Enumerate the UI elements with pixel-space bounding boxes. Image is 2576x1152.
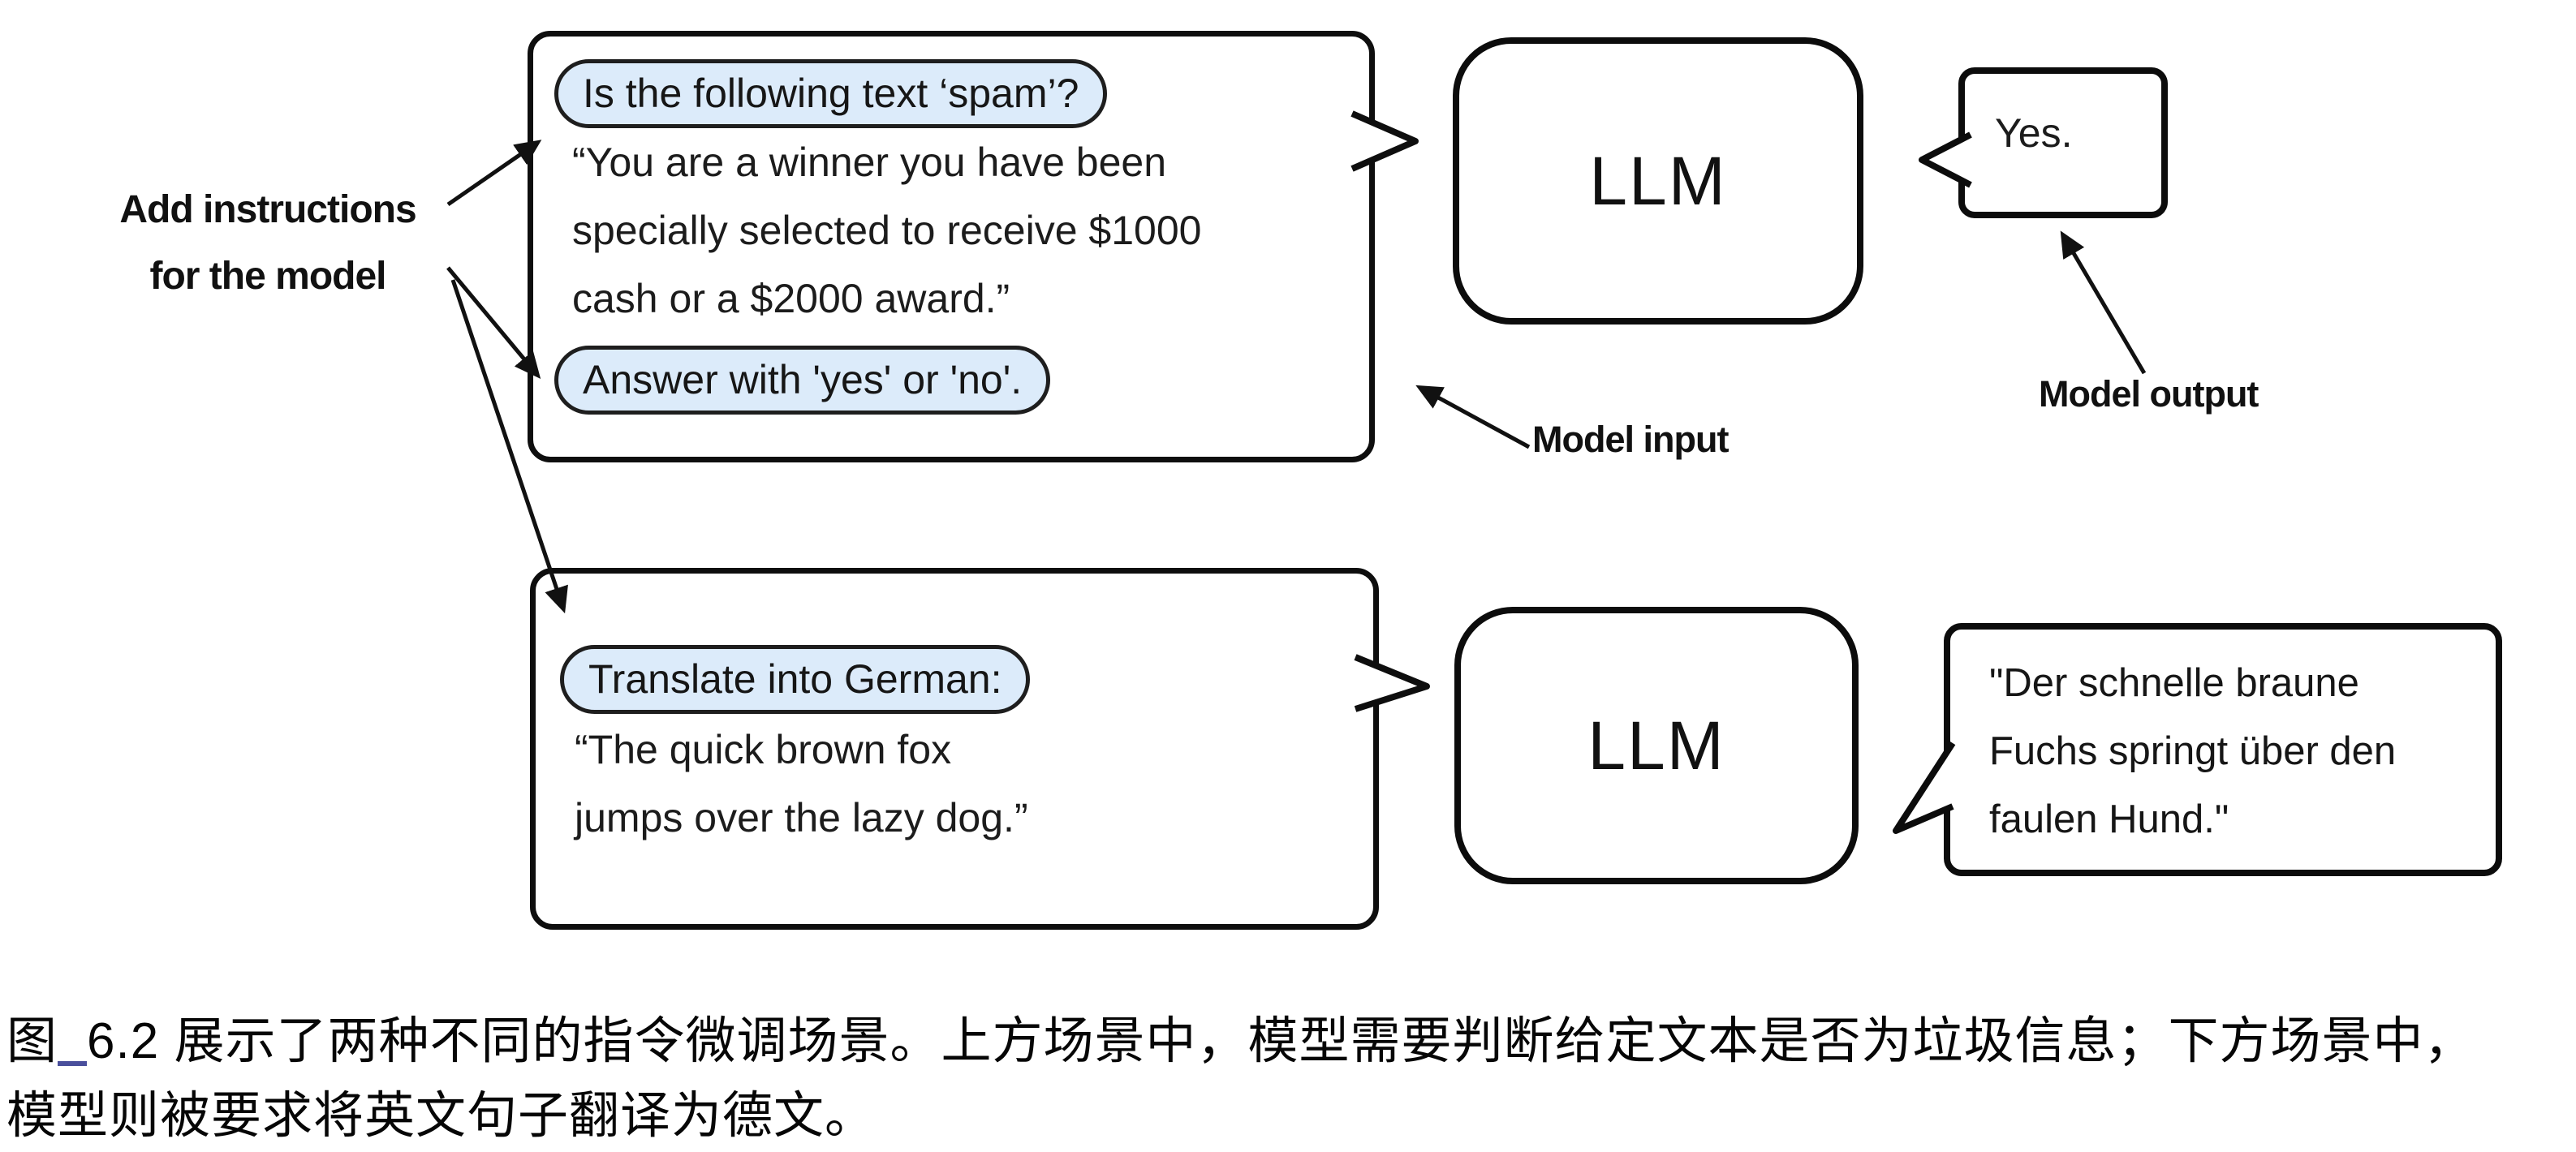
- arrow-to-pill-spam-icon: [446, 140, 542, 207]
- instruction-pill-answer: Answer with 'yes' or 'no'.: [554, 346, 1051, 415]
- llm-label: LLM: [1587, 707, 1725, 784]
- model-output-bubble-german: "Der schnelle braune Fuchs springt über …: [1944, 623, 2502, 876]
- model-output-arrow-icon: [2060, 230, 2147, 375]
- caption-underline: [58, 1014, 88, 1066]
- caption-line1-rest: 展示了两种不同的指令微调场景。上方场景中，模型需要判断给定文本是否为垃圾信息；下…: [159, 1013, 2475, 1069]
- german-output-line: "Der schnelle braune: [1989, 661, 2359, 705]
- spam-body-line: specially selected to receive $1000: [572, 208, 1202, 253]
- model-input-label: Model input: [1532, 419, 1729, 460]
- model-input-box-translate: Translate into German: “The quick brown …: [530, 568, 1379, 930]
- translate-body-line: jumps over the lazy dog.”: [575, 795, 1028, 840]
- model-output-bubble-yes: Yes.: [1958, 67, 2168, 218]
- arrow-to-pill-answer-icon: [446, 266, 541, 379]
- figure-caption: 图 6.2 展示了两种不同的指令微调场景。上方场景中，模型需要判断给定文本是否为垃…: [6, 1004, 2571, 1152]
- add-instructions-line2: for the model: [149, 255, 386, 298]
- translate-body-line: “The quick brown fox: [575, 727, 952, 772]
- caption-line2: 模型则被要求将英文句子翻译为德文。: [6, 1088, 877, 1144]
- caption-fig-char: 图: [6, 1013, 58, 1069]
- llm-label: LLM: [1589, 142, 1727, 219]
- add-instructions-line1: Add instructions: [119, 188, 416, 231]
- spam-body-line: “You are a winner you have been: [572, 140, 1167, 185]
- yes-output-text: Yes.: [1995, 110, 2073, 156]
- add-instructions-label: Add instructions for the model: [85, 177, 450, 310]
- german-output-line: Fuchs springt über den: [1989, 729, 2397, 773]
- model-output-label: Model output: [2039, 373, 2259, 415]
- llm-box-top: LLM: [1453, 37, 1863, 325]
- german-output-line: faulen Hund.": [1989, 797, 2229, 841]
- model-input-arrow-icon: [1415, 385, 1531, 449]
- model-input-box-spam: Is the following text ‘spam’? “You are a…: [528, 31, 1375, 462]
- instruction-pill-translate: Translate into German:: [560, 645, 1031, 714]
- instruction-pill-spam: Is the following text ‘spam’?: [554, 59, 1108, 128]
- spam-body-line: cash or a $2000 award.”: [572, 276, 1010, 321]
- caption-fig-num: 6.2: [87, 1013, 160, 1069]
- llm-box-bottom: LLM: [1454, 607, 1859, 884]
- caption-line1: 图 6.2 展示了两种不同的指令微调场景。上方场景中，模型需要判断给定文本是否为垃…: [6, 1004, 2571, 1079]
